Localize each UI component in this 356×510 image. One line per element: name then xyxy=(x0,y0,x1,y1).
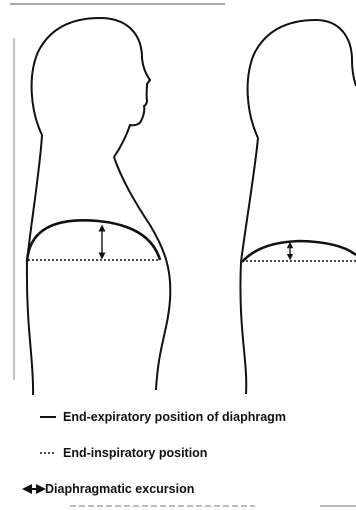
legend: End-expiratory position of diaphragm End… xyxy=(27,410,286,496)
legend-solid-label: End-expiratory position of diaphragm xyxy=(63,410,286,424)
left-body-outline xyxy=(27,18,170,395)
legend-arrow-label: Diaphragmatic excursion xyxy=(45,482,194,496)
right-figure xyxy=(240,20,356,394)
right-expiratory-diaphragm xyxy=(242,241,356,262)
left-figure xyxy=(27,18,170,395)
right-body-outline xyxy=(240,20,356,394)
legend-dotted-label: End-inspiratory position xyxy=(63,446,207,460)
left-expiratory-diaphragm xyxy=(27,220,160,262)
